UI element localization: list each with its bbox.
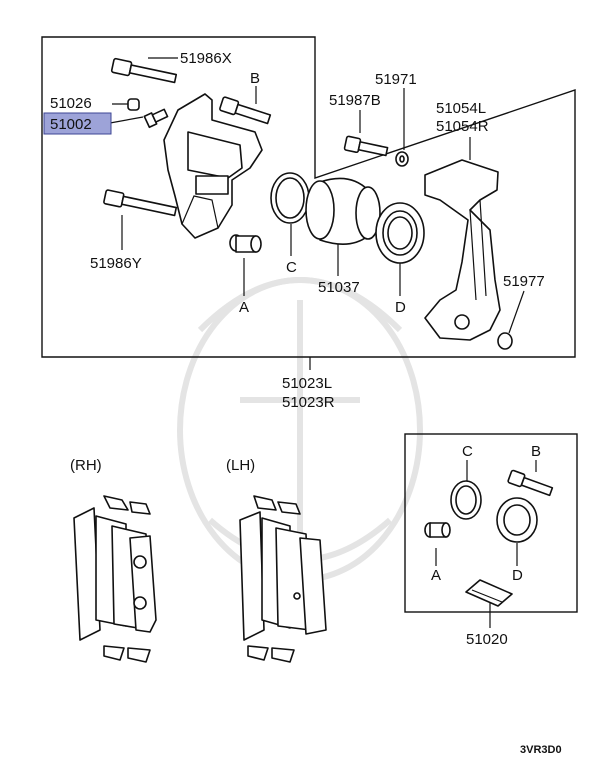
highlight-box: [43, 112, 112, 135]
kit-seal-ring: [450, 480, 482, 520]
kit-dust-boot: [496, 497, 538, 543]
label-51987b: 51987B: [329, 92, 381, 109]
label-51002: 51002: [50, 116, 92, 133]
piston-seal-ring: [270, 172, 310, 224]
bleeder-cap: [127, 98, 140, 111]
pin-boot-b: [219, 96, 272, 125]
label-b-kit: B: [531, 443, 541, 460]
label-51023l: 51023L: [282, 375, 332, 392]
guide-bolt-upper: [110, 57, 178, 84]
brake-pads-lh: [239, 495, 327, 663]
label-51977: 51977: [503, 273, 545, 290]
label-51026: 51026: [50, 95, 92, 112]
label-b-top: B: [250, 70, 260, 87]
pin-sleeve-a: [229, 234, 262, 253]
label-rh: (RH): [70, 457, 102, 474]
kit-pin-boot: [507, 469, 554, 497]
kit-grease-packet: [465, 579, 513, 607]
brake-pads-rh: [73, 495, 157, 663]
caliper-support-bracket: [424, 159, 501, 341]
caliper-body: [163, 93, 263, 239]
guide-bolt-lower: [103, 189, 178, 217]
label-d-kit: D: [512, 567, 523, 584]
label-c-top: C: [286, 259, 297, 276]
diagram-code: 3VR3D0: [520, 744, 562, 756]
kit-pin-sleeve: [424, 522, 451, 538]
label-51037: 51037: [318, 279, 360, 296]
label-lh: (LH): [226, 457, 255, 474]
plug: [497, 332, 513, 350]
label-c-kit: C: [462, 443, 473, 460]
label-d-top: D: [395, 299, 406, 316]
label-51986y: 51986Y: [90, 255, 142, 272]
label-51971: 51971: [375, 71, 417, 88]
label-a-top: A: [239, 299, 249, 316]
washer: [395, 151, 409, 167]
leader-lines: [109, 57, 537, 628]
label-51023r: 51023R: [282, 394, 335, 411]
caliper-assembly-frame: [41, 36, 576, 358]
label-51986x: 51986X: [180, 50, 232, 67]
label-a-kit: A: [431, 567, 441, 584]
piston: [305, 177, 381, 245]
label-51054r: 51054R: [436, 118, 489, 135]
label-51054l: 51054L: [436, 100, 486, 117]
label-51020: 51020: [466, 631, 508, 648]
dust-boot: [375, 202, 425, 264]
bleeder-screw: [143, 108, 169, 129]
mounting-bolt: [343, 135, 389, 157]
repair-kit-frame: [404, 433, 578, 613]
